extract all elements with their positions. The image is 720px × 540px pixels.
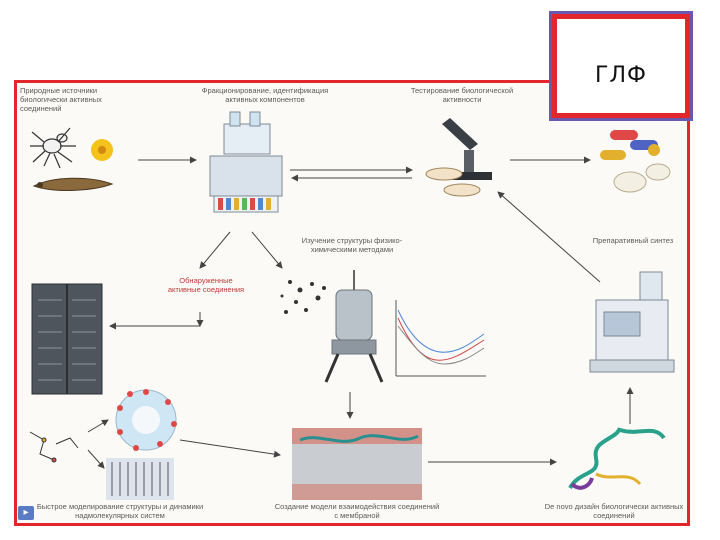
molecules-scatter — [280, 280, 326, 314]
label-structure-study: Изучение структуры физико-химическими ме… — [301, 236, 403, 254]
label-natural-sources: Природные источники биологически активны… — [20, 86, 102, 113]
fractionation-apparatus — [209, 111, 283, 213]
title-box: ГЛФ — [552, 14, 690, 118]
membrane-simulation-illustration — [292, 428, 422, 500]
label-fractionation: Фракционирование, идентификация активных… — [201, 86, 329, 104]
label-bio-testing: Тестирование биологической активности — [410, 86, 514, 104]
slide-title: ГЛФ — [595, 63, 647, 88]
label-prep-synthesis: Препаративный синтез — [592, 236, 674, 245]
protein-structure-illustration — [568, 427, 666, 490]
pills-illustration — [600, 130, 671, 193]
flow-arrows — [87, 156, 634, 469]
server-rack-illustration — [31, 283, 103, 395]
label-fast-modeling: Быстрое моделирование структуры и динами… — [36, 502, 204, 520]
microscope-illustration — [425, 118, 492, 197]
natural-sources-illustration — [30, 127, 114, 191]
small-molecules — [29, 431, 79, 463]
label-de-novo: De novo дизайн биологически активных сое… — [544, 502, 684, 520]
peptide-synthesizer-illustration — [589, 271, 675, 373]
spectra-plot — [395, 300, 486, 377]
nmr-spectrometer-illustration — [324, 270, 384, 383]
label-membrane-model: Создание модели взаимодействия соединени… — [274, 502, 440, 520]
lipid-bilayer-illustration — [106, 458, 174, 500]
micelle-illustration — [115, 389, 177, 451]
slide-nav-button[interactable]: ▸ — [18, 506, 34, 520]
label-found-compounds: Обнаруженные активные соединения — [167, 276, 245, 294]
